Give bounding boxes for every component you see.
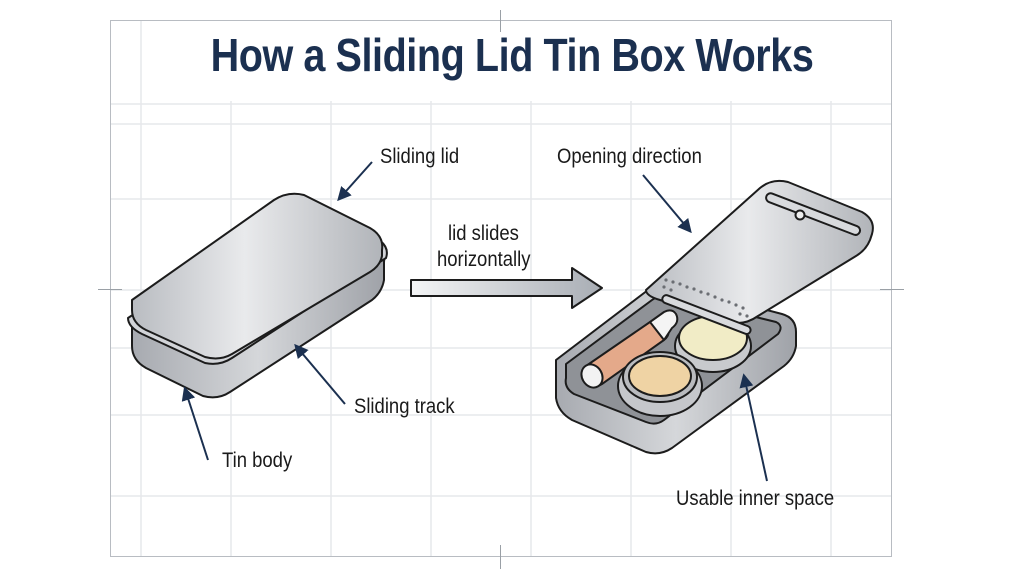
salve-tin-front	[617, 351, 703, 417]
registration-tick-top	[500, 10, 501, 32]
label-arrow-line2: horizontally	[437, 248, 531, 271]
leader-opening-direction	[642, 174, 692, 234]
leader-tin-body	[181, 386, 209, 461]
registration-tick-right	[880, 289, 904, 290]
grip-dots	[662, 278, 749, 318]
label-opening-direction: Opening direction	[557, 145, 702, 168]
label-sliding-track: Sliding track	[354, 395, 455, 418]
label-sliding-lid: Sliding lid	[380, 145, 460, 168]
diagram-title: How a Sliding Lid Tin Box Works	[210, 29, 814, 81]
label-tin-body: Tin body	[222, 449, 293, 472]
label-usable-inner-space: Usable inner space	[676, 487, 835, 510]
opened-sliding-lid	[645, 179, 874, 335]
registration-tick-left	[98, 289, 122, 290]
lip-balm-tube	[580, 309, 679, 389]
leader-usable-inner-space	[739, 373, 768, 482]
slide-direction-arrow	[410, 267, 603, 309]
closed-tin-box	[127, 192, 388, 399]
label-arrow-line1: lid slides	[448, 222, 519, 245]
open-tin-box	[555, 179, 874, 455]
registration-tick-bottom	[500, 545, 501, 569]
leader-sliding-lid	[337, 161, 373, 202]
leader-sliding-track	[294, 343, 346, 405]
